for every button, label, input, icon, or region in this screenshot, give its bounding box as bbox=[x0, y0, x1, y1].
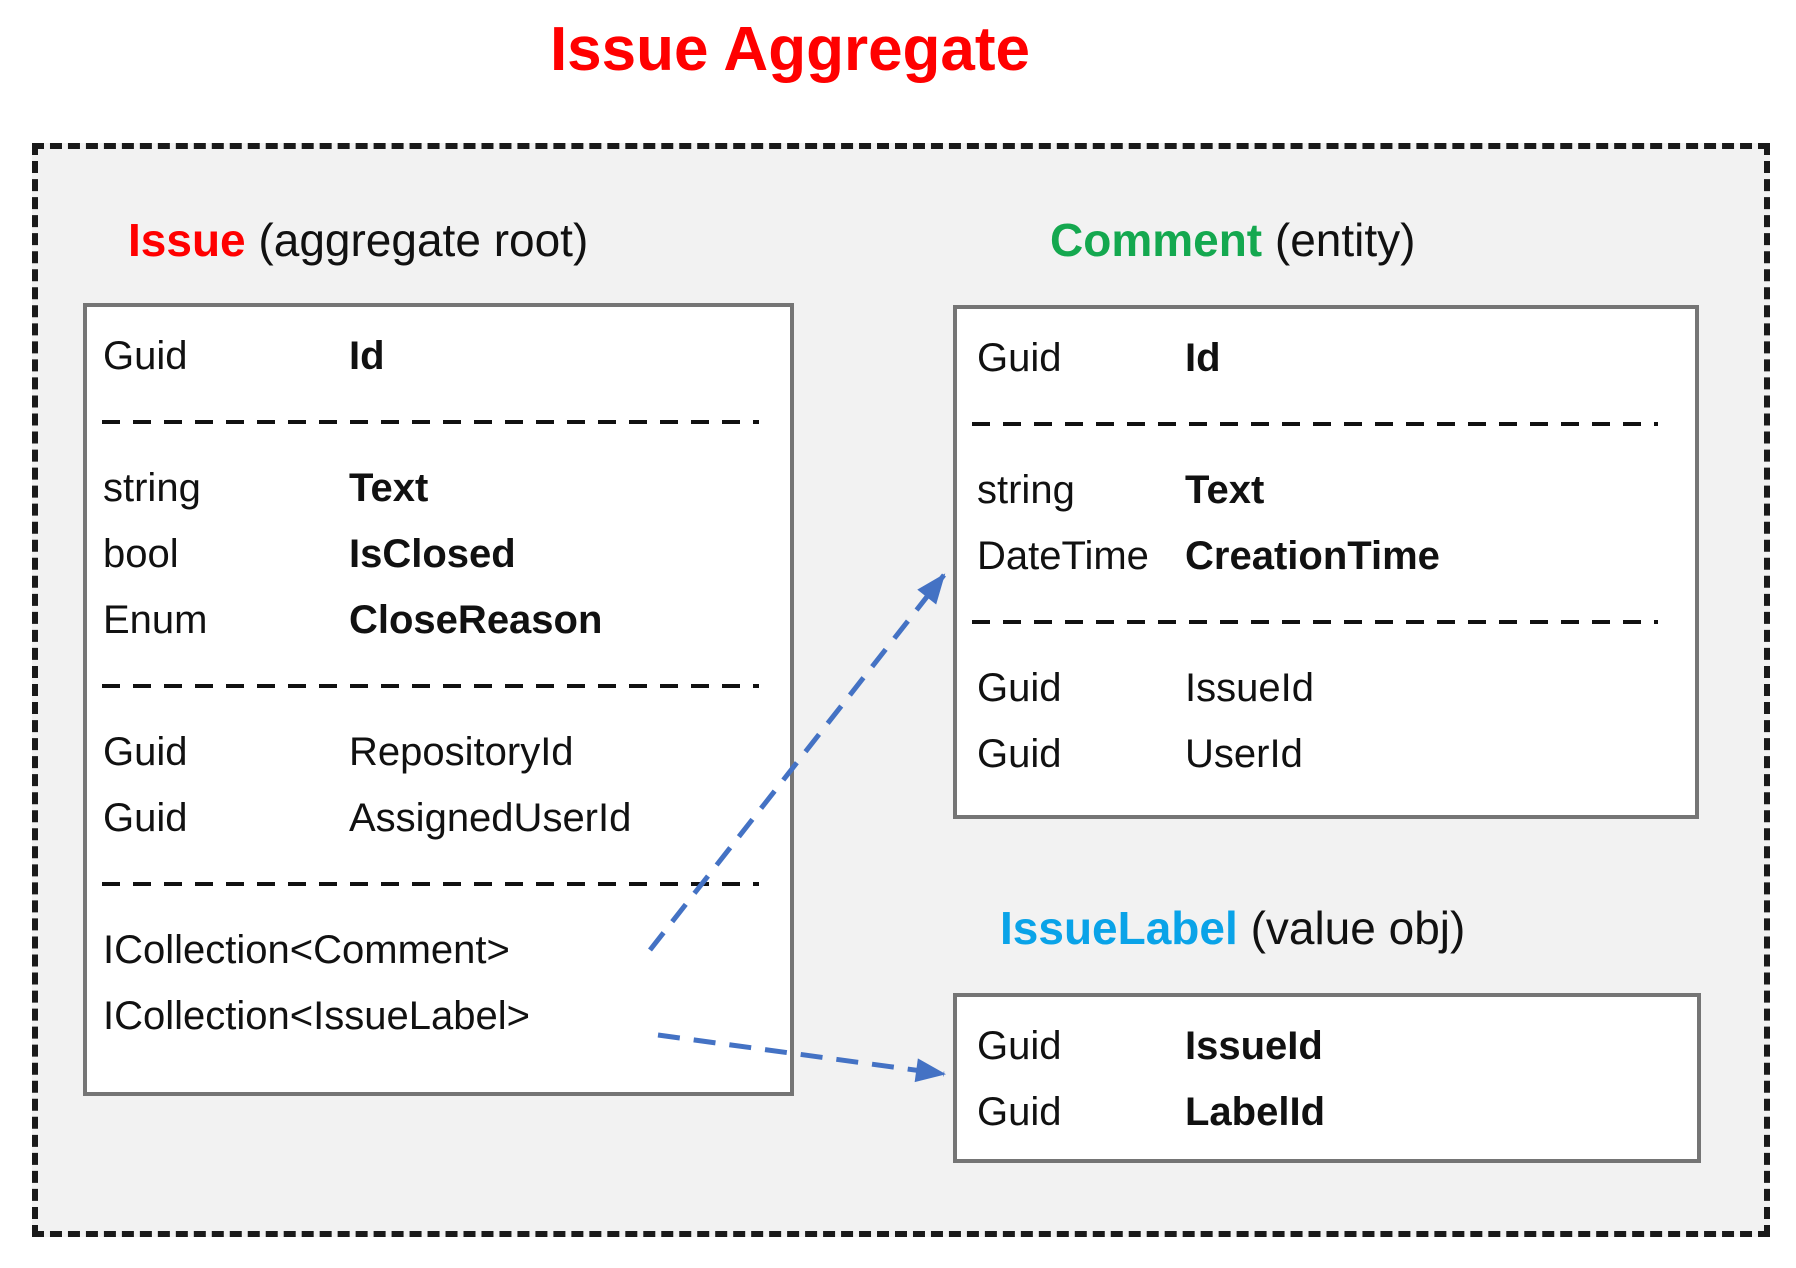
field-separator bbox=[87, 851, 790, 917]
field-name: UserId bbox=[1185, 731, 1303, 776]
field-name: Id bbox=[349, 333, 385, 378]
field-name: Id bbox=[1185, 335, 1221, 380]
field-name: IsClosed bbox=[349, 531, 516, 576]
field-row: string Text bbox=[87, 455, 790, 521]
field-row: Guid AssignedUserId bbox=[87, 785, 790, 851]
field-type: ICollection<IssueLabel> bbox=[103, 993, 530, 1038]
issue-box-title: Issue bbox=[128, 214, 246, 266]
field-type: string bbox=[977, 467, 1075, 512]
field-type: DateTime bbox=[977, 533, 1149, 578]
issuelabel-box-header: IssueLabel (value obj) bbox=[1000, 901, 1465, 955]
field-row: DateTime CreationTime bbox=[957, 523, 1695, 589]
field-type: bool bbox=[103, 531, 179, 576]
field-row: Guid LabelId bbox=[957, 1079, 1697, 1145]
field-type: Guid bbox=[977, 335, 1062, 380]
separator-dashed-line bbox=[972, 620, 1658, 624]
field-type: Enum bbox=[103, 597, 208, 642]
separator-dashed-line bbox=[102, 684, 759, 688]
field-row: ICollection<Comment> bbox=[87, 917, 790, 983]
field-type: Guid bbox=[977, 1023, 1062, 1068]
field-row: Guid IssueId bbox=[957, 655, 1695, 721]
field-name: CreationTime bbox=[1185, 533, 1440, 578]
field-name: IssueId bbox=[1185, 1023, 1323, 1068]
field-name: IssueId bbox=[1185, 665, 1314, 710]
field-row: ICollection<IssueLabel> bbox=[87, 983, 790, 1049]
field-name: Text bbox=[1185, 467, 1265, 512]
field-row: bool IsClosed bbox=[87, 521, 790, 587]
field-type: Guid bbox=[977, 1089, 1062, 1134]
comment-box-subtitle: (entity) bbox=[1274, 214, 1416, 266]
separator-dashed-line bbox=[102, 882, 759, 886]
field-name: AssignedUserId bbox=[349, 795, 632, 840]
field-type: string bbox=[103, 465, 201, 510]
issue-box-header: Issue (aggregate root) bbox=[128, 213, 588, 267]
separator-dashed-line bbox=[972, 422, 1658, 426]
comment-box-title: Comment bbox=[1050, 214, 1263, 266]
field-separator bbox=[957, 391, 1695, 457]
issuelabel-box-title: IssueLabel bbox=[1000, 902, 1238, 954]
field-name: CloseReason bbox=[349, 597, 603, 642]
field-type: Guid bbox=[977, 731, 1062, 776]
field-row: string Text bbox=[957, 457, 1695, 523]
issuelabel-box-subtitle: (value obj) bbox=[1250, 902, 1466, 954]
field-type: Guid bbox=[977, 665, 1062, 710]
field-separator bbox=[87, 389, 790, 455]
field-row: Guid Id bbox=[87, 323, 790, 389]
field-row: Guid UserId bbox=[957, 721, 1695, 787]
field-name: LabelId bbox=[1185, 1089, 1326, 1134]
field-row: Guid Id bbox=[957, 325, 1695, 391]
field-row: Enum CloseReason bbox=[87, 587, 790, 653]
field-name: RepositoryId bbox=[349, 729, 574, 774]
field-separator bbox=[957, 589, 1695, 655]
field-row: Guid RepositoryId bbox=[87, 719, 790, 785]
field-type: ICollection<Comment> bbox=[103, 927, 510, 972]
field-separator bbox=[87, 653, 790, 719]
field-row: Guid IssueId bbox=[957, 1013, 1697, 1079]
field-name: Text bbox=[349, 465, 429, 510]
field-type: Guid bbox=[103, 795, 188, 840]
diagram-title: Issue Aggregate bbox=[549, 15, 1031, 84]
field-type: Guid bbox=[103, 333, 188, 378]
issue-box-subtitle: (aggregate root) bbox=[258, 214, 589, 266]
field-type: Guid bbox=[103, 729, 188, 774]
separator-dashed-line bbox=[102, 420, 759, 424]
comment-box-header: Comment (entity) bbox=[1050, 213, 1416, 267]
